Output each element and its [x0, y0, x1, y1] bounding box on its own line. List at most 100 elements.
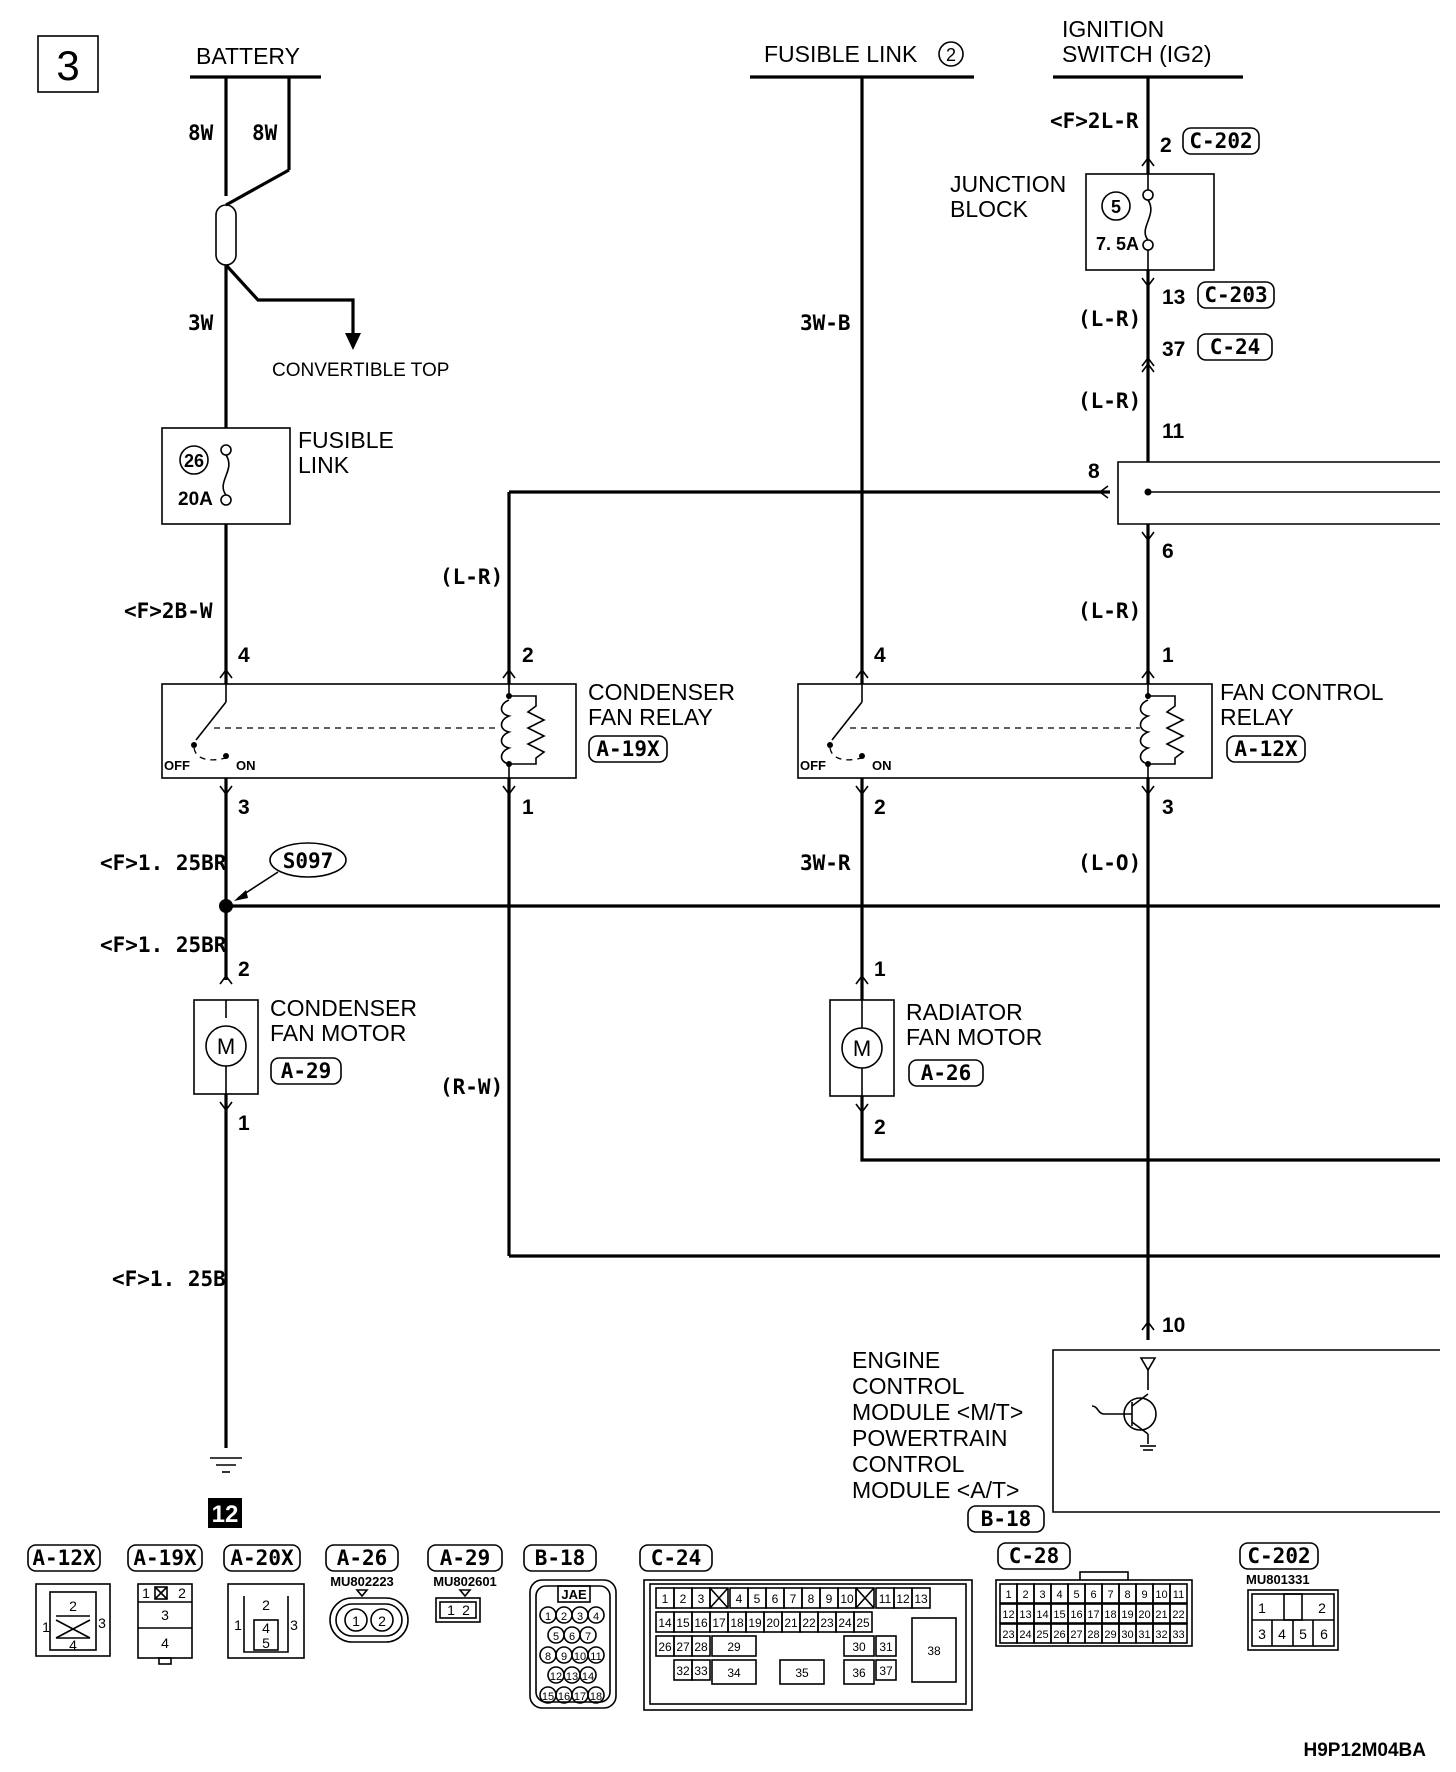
cv-c24-body	[643, 1579, 973, 1711]
wire-lr-3-label: (L-R)	[1078, 599, 1141, 623]
junction-block-label-2: BLOCK	[950, 196, 1029, 222]
junction-block-box	[1085, 173, 1215, 271]
cv-b18-pin: 5	[553, 1631, 559, 1643]
cv-a26-part: MU802223	[330, 1574, 394, 1589]
cv-c24-pin-cell	[853, 1611, 873, 1633]
cond-relay-pin-4: 4	[238, 644, 250, 667]
splice-leader-arrow	[234, 890, 248, 901]
cv-a19x-pin-1: 1	[142, 1585, 150, 1601]
ecm-label-2: CONTROL	[852, 1373, 965, 1399]
fan-control-relay-code: A-12X	[1234, 737, 1298, 761]
condenser-motor-label-1: CONDENSER	[270, 995, 417, 1021]
cv-c28-pin: 24	[1019, 1629, 1031, 1641]
cv-c28-pin: 31	[1138, 1629, 1150, 1641]
ignition-label-2: SWITCH (IG2)	[1062, 41, 1212, 67]
wire-125br-label-b: <F>1. 25BR	[100, 933, 227, 957]
cv-a26-body	[329, 1597, 409, 1643]
cv-c24-blank	[709, 1587, 729, 1609]
fan-relay-pin-1: 1	[1162, 644, 1174, 667]
wire-2lr-label: <F>2L-R	[1050, 109, 1139, 133]
fr-pin-marker-4	[855, 668, 869, 679]
fuse-element	[222, 454, 230, 496]
cv-a26-code: A-26	[337, 1546, 388, 1570]
cv-b18-body	[529, 1579, 617, 1709]
cv-c202-pin-2: 2	[1318, 1600, 1326, 1616]
fan-relay-pin-3: 3	[1162, 796, 1174, 819]
fr-off-dash	[829, 747, 863, 761]
condenser-relay-code: A-19X	[596, 737, 660, 761]
junction-block-fuse-circle	[1101, 191, 1131, 221]
cv-c24-pin: 35	[795, 1666, 809, 1680]
cv-c24-pin: 22	[802, 1616, 816, 1630]
cv-b18-pin: 14	[582, 1671, 594, 1683]
cv-c24-pin: 21	[784, 1616, 798, 1630]
fan-relay-pin-4: 4	[874, 644, 886, 667]
cv-c28-pin: 22	[1172, 1609, 1184, 1621]
cv-a12x-inner	[49, 1591, 97, 1651]
cv-a20x-pin-4: 4	[262, 1620, 270, 1636]
cv-c24-pin: 1	[662, 1592, 669, 1606]
fan-relay-pin-2: 2	[874, 796, 886, 819]
cond-motor-pin-2: 2	[238, 958, 250, 981]
cv-b18-pin: 11	[590, 1651, 601, 1663]
cv-c24-pin: 23	[820, 1616, 834, 1630]
c24-code: C-24	[1210, 335, 1261, 359]
junction-block-label-1: JUNCTION	[950, 171, 1066, 197]
cr-out-marker-3	[219, 785, 233, 796]
cv-b18-pin-circle	[587, 1646, 605, 1664]
cv-c24-pin: 11	[879, 1592, 892, 1606]
fr-switch-on-contact	[859, 753, 865, 759]
cv-c202-pin-3: 3	[1258, 1626, 1266, 1642]
cv-a29-pin-2: 2	[462, 1602, 470, 1618]
fusible-link-2-label: FUSIBLE LINK	[764, 41, 918, 67]
junction-block-fuse-amp: 7. 5A	[1096, 234, 1139, 254]
fusible-link-26-label-1: FUSIBLE	[298, 427, 394, 453]
condenser-relay-code-box	[588, 735, 668, 763]
cv-a12x-code-box	[27, 1544, 101, 1572]
cv-a19x-pin-4: 4	[161, 1635, 169, 1651]
fusible-link-2-circle	[938, 41, 964, 67]
fr-resistor	[1148, 695, 1185, 765]
cv-a12x-body	[35, 1583, 111, 1657]
c24-pin: 37	[1162, 338, 1185, 361]
cv-a20x-code: A-20X	[230, 1546, 294, 1570]
fusible-link-26-amp: 20A	[178, 489, 213, 510]
cv-c28-pin: 13	[1019, 1609, 1031, 1621]
cv-b18-pin: 2	[561, 1611, 567, 1623]
cv-a19x-pin-3: 3	[161, 1607, 169, 1623]
cv-c28-pin: 33	[1172, 1629, 1184, 1641]
cv-c28-pin: 25	[1036, 1629, 1048, 1641]
battery-label: BATTERY	[196, 43, 300, 69]
cv-a29-code-box	[427, 1544, 503, 1572]
cv-c24-inner	[649, 1583, 967, 1705]
cv-c24-pin-cell	[691, 1635, 711, 1657]
cv-c28-code: C-28	[1009, 1544, 1060, 1568]
fan-control-relay-label-1: FAN CONTROL	[1220, 679, 1384, 705]
cr-switch-arm	[195, 701, 227, 741]
cv-b18-pin: 9	[561, 1651, 567, 1663]
cv-a12x-pin-3: 3	[98, 1615, 106, 1631]
condenser-motor-code-box	[270, 1057, 342, 1085]
cv-c28-pin: 2	[1022, 1589, 1028, 1601]
ecm-pin-11: 11	[1162, 420, 1185, 443]
cv-c24-code: C-24	[651, 1546, 702, 1570]
ecm-pin10-marker	[1141, 1320, 1155, 1331]
cv-c24-pin: 8	[808, 1592, 815, 1606]
ecm-label-6: MODULE <A/T>	[852, 1477, 1019, 1503]
cv-a29-inner	[439, 1601, 477, 1619]
wire-battery-8w-b2	[225, 168, 290, 207]
fr-on-label: ON	[872, 758, 892, 773]
cv-c28-pin: 1	[1005, 1589, 1011, 1601]
fusible-link-2-number: 2	[946, 45, 956, 65]
cv-a20x-center	[253, 1619, 279, 1651]
cv-a12x-pin-4: 4	[69, 1637, 77, 1653]
cv-c24-pin-cell	[711, 1635, 757, 1657]
cv-c24-pin: 34	[727, 1666, 741, 1680]
cv-a20x-inner	[243, 1596, 289, 1653]
cv-c28-pin: 14	[1036, 1609, 1048, 1621]
radiator-motor-code: A-26	[921, 1061, 972, 1085]
cv-a26-pin-1: 1	[352, 1613, 360, 1629]
wire-rw-label: (R-W)	[440, 1075, 503, 1099]
